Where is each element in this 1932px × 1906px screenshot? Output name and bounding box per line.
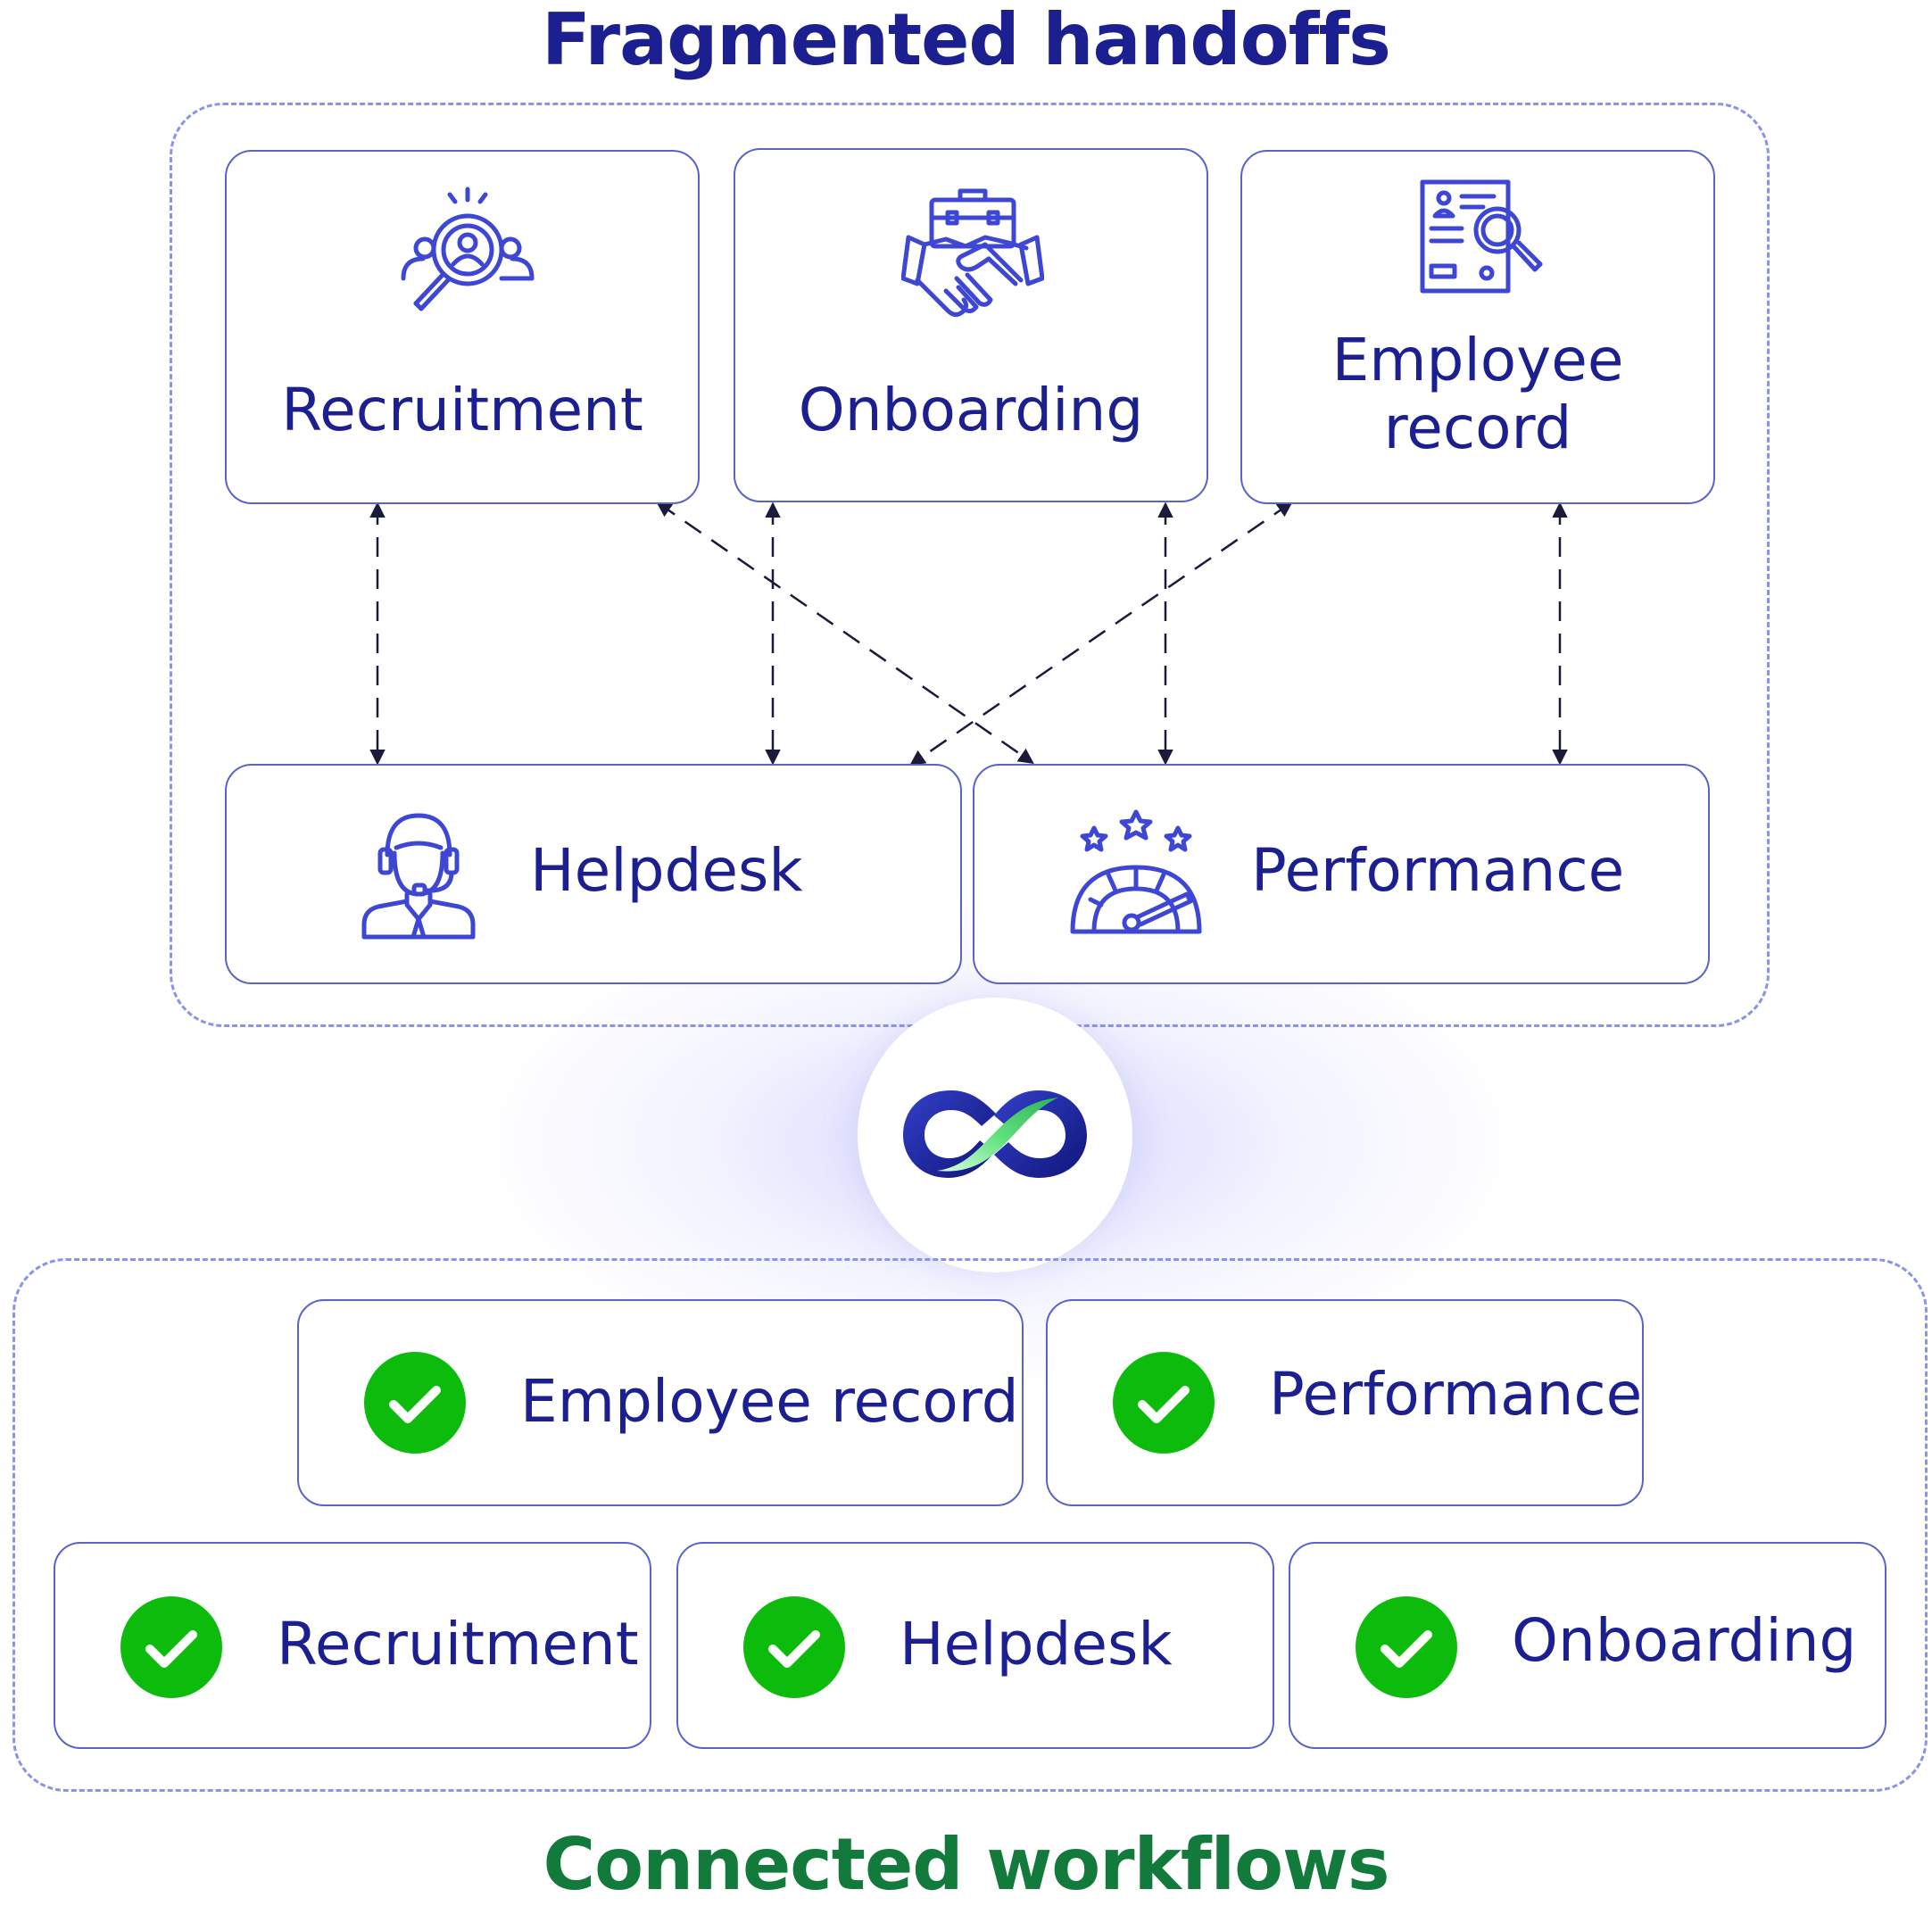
card-employee-record-label-2: record bbox=[1383, 394, 1572, 462]
bottom-title: Connected workflows bbox=[543, 1823, 1389, 1906]
connected-item-onboarding: Onboarding bbox=[1289, 1542, 1886, 1749]
infinity-logo-icon bbox=[903, 1090, 1087, 1178]
headset-agent-icon bbox=[361, 813, 476, 940]
connected-item-recruitment: Recruitment bbox=[54, 1542, 651, 1749]
document-search-icon bbox=[1420, 179, 1543, 294]
gauge-stars-icon bbox=[1070, 809, 1202, 934]
card-helpdesk: Helpdesk bbox=[225, 764, 962, 984]
check-icon bbox=[1113, 1352, 1215, 1454]
check-icon bbox=[1356, 1596, 1457, 1698]
connected-group bbox=[12, 1258, 1928, 1792]
check-icon bbox=[120, 1596, 222, 1698]
card-onboarding: Onboarding bbox=[734, 148, 1208, 502]
hub-circle bbox=[858, 998, 1132, 1272]
connected-item-label: Recruitment bbox=[277, 1610, 639, 1678]
card-employee-record: Employee record bbox=[1240, 150, 1715, 504]
card-performance: Performance bbox=[973, 764, 1710, 984]
connected-item-label: Performance bbox=[1269, 1360, 1643, 1429]
check-icon bbox=[364, 1352, 466, 1454]
top-title: Fragmented handoffs bbox=[542, 0, 1391, 81]
handshake-briefcase-icon bbox=[901, 188, 1044, 318]
connected-item-employee-record: Employee record bbox=[297, 1299, 1024, 1506]
connected-item-helpdesk: Helpdesk bbox=[676, 1542, 1274, 1749]
card-recruitment-label: Recruitment bbox=[281, 376, 643, 444]
card-employee-record-label-1: Employee bbox=[1331, 326, 1624, 394]
connector-employee-helpdesk bbox=[909, 501, 1293, 766]
card-helpdesk-label: Helpdesk bbox=[530, 836, 803, 905]
connector-recruitment-performance bbox=[656, 501, 1034, 764]
check-icon bbox=[743, 1596, 845, 1698]
recruitment-search-icon bbox=[401, 186, 535, 311]
connected-item-label: Onboarding bbox=[1512, 1606, 1857, 1675]
connected-item-label: Employee record bbox=[520, 1367, 1019, 1436]
card-performance-label: Performance bbox=[1251, 836, 1625, 905]
card-onboarding-label: Onboarding bbox=[798, 376, 1144, 444]
connected-item-label: Helpdesk bbox=[900, 1610, 1173, 1678]
connected-item-performance: Performance bbox=[1046, 1299, 1644, 1506]
card-recruitment: Recruitment bbox=[225, 150, 700, 504]
